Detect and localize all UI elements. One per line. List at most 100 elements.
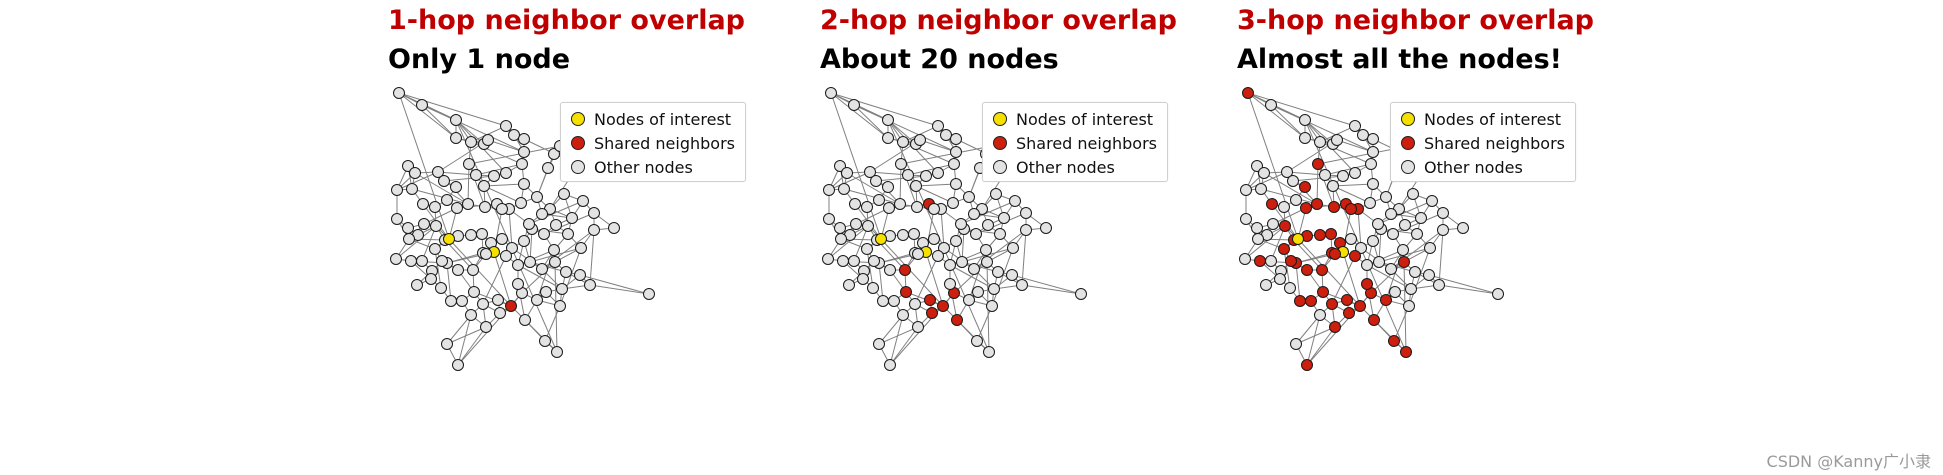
network-graph: [390, 87, 655, 371]
other-node: [515, 197, 527, 209]
other-node: [1373, 256, 1385, 268]
other-node: [1349, 167, 1361, 179]
other-node: [391, 213, 403, 225]
other-node: [994, 228, 1006, 240]
other-node: [1385, 263, 1397, 275]
yellow-dot-icon: [1401, 112, 1415, 126]
gray-dot-icon: [1401, 160, 1415, 174]
graph-edge: [1316, 163, 1319, 205]
graph-edge: [1270, 104, 1306, 139]
other-node: [1260, 279, 1272, 291]
graph-edge: [915, 185, 954, 204]
shared-neighbor-node: [1305, 295, 1317, 307]
other-node: [1290, 194, 1302, 206]
legend-label: Nodes of interest: [1424, 109, 1562, 129]
other-node: [430, 220, 442, 232]
graph-edge: [396, 171, 439, 191]
legend-item-other: Other nodes: [1401, 155, 1565, 179]
other-node: [1240, 184, 1252, 196]
legend-item-other: Other nodes: [571, 155, 735, 179]
graph-edge: [830, 92, 939, 127]
graph-edge: [902, 125, 939, 143]
other-node: [1314, 136, 1326, 148]
graph-edge: [889, 314, 904, 366]
other-node: [476, 228, 488, 240]
graph-edge: [531, 228, 569, 235]
graph-edge: [444, 239, 474, 271]
other-node: [1278, 201, 1290, 213]
graph-edge: [1283, 248, 1291, 289]
other-node: [1411, 228, 1423, 240]
other-node: [1290, 338, 1302, 350]
other-node: [834, 160, 846, 172]
graph-edge: [467, 163, 470, 205]
shared-neighbor-node: [1400, 346, 1412, 358]
graph-edge: [1319, 125, 1356, 143]
graph-edge: [482, 255, 507, 305]
other-node: [948, 158, 960, 170]
other-node: [1389, 286, 1401, 298]
other-node: [950, 133, 962, 145]
other-node: [548, 148, 560, 160]
graph-edge: [960, 200, 1016, 225]
shared-neighbor-node: [1388, 335, 1400, 347]
graph-edge: [1380, 228, 1418, 235]
other-node: [402, 222, 414, 234]
other-node: [508, 129, 520, 141]
other-node: [884, 359, 896, 371]
legend-label: Other nodes: [1016, 157, 1115, 177]
graph-edge: [483, 183, 525, 187]
other-node: [1345, 233, 1357, 245]
graph-edge: [900, 145, 993, 165]
other-node: [1424, 242, 1436, 254]
graph-edge: [1247, 92, 1356, 127]
other-node: [1251, 160, 1263, 172]
other-node: [465, 309, 477, 321]
graph-edge: [521, 261, 556, 294]
other-node: [416, 255, 428, 267]
other-node: [1385, 208, 1397, 220]
other-node: [950, 235, 962, 247]
graph-edge: [991, 247, 1014, 307]
shared-neighbor-node: [1314, 229, 1326, 241]
graph-edge: [878, 314, 904, 345]
graph-edge: [1304, 119, 1334, 145]
other-node: [877, 295, 889, 307]
graph-edge: [949, 264, 995, 290]
other-node: [861, 201, 873, 213]
other-node: [468, 286, 480, 298]
shared-neighbor-node: [1398, 256, 1410, 268]
red-dot-icon: [571, 136, 585, 150]
other-node: [1251, 222, 1263, 234]
other-node: [1009, 195, 1021, 207]
other-node: [838, 183, 850, 195]
shared-neighbor-node: [1343, 307, 1355, 319]
panel-2hop: 2-hop neighbor overlap About 20 nodes No…: [820, 0, 1240, 475]
shared-neighbor-node: [1349, 250, 1361, 262]
other-node: [465, 229, 477, 241]
other-node: [882, 114, 894, 126]
other-node: [932, 167, 944, 179]
other-node: [1409, 266, 1421, 278]
other-node: [588, 207, 600, 219]
graph-edge: [1011, 274, 1082, 295]
other-node: [928, 233, 940, 245]
graph-edge: [1272, 207, 1307, 225]
other-node: [1365, 158, 1377, 170]
other-node: [1265, 99, 1277, 111]
graph-edge: [446, 262, 452, 302]
graph-edge: [878, 262, 884, 302]
graph-edge: [1306, 326, 1336, 366]
other-node: [1016, 279, 1028, 291]
other-node: [438, 175, 450, 187]
other-node: [910, 180, 922, 192]
other-node: [990, 188, 1002, 200]
shared-neighbor-node: [1301, 359, 1313, 371]
other-node: [523, 218, 535, 230]
shared-neighbor-node: [1380, 294, 1392, 306]
graph-edge: [976, 305, 993, 342]
other-node: [1415, 212, 1427, 224]
other-node: [963, 294, 975, 306]
other-node: [841, 167, 853, 179]
other-node: [1299, 132, 1311, 144]
